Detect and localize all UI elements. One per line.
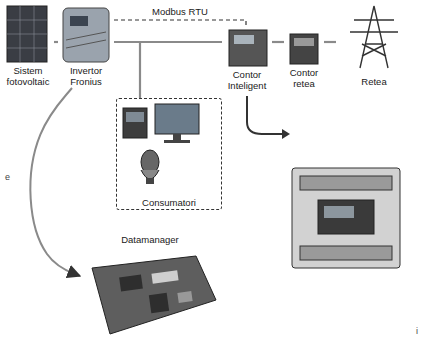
scan-mark: i — [416, 326, 418, 336]
power-line — [114, 42, 140, 98]
component-node: Consumatori — [116, 98, 222, 210]
component-node: Sistem fotovoltaic — [2, 4, 54, 88]
pylon — [350, 6, 398, 68]
smart-meter-image — [229, 30, 267, 66]
component-label: Consumatori — [140, 197, 198, 209]
power-line — [272, 41, 284, 43]
smart-meter-device — [292, 168, 400, 268]
component-label: Contor retea — [284, 67, 324, 90]
component-label: Sistem fotovoltaic — [2, 65, 54, 88]
grid-meter-image — [290, 34, 318, 64]
solar-panel — [7, 6, 47, 62]
component-node: Contor Inteligent — [222, 26, 272, 92]
component-node: Contor retea — [284, 30, 324, 90]
pointer-arrow — [247, 96, 282, 134]
bus-link — [114, 20, 246, 26]
appliances — [123, 104, 199, 184]
scan-mark: e — [5, 172, 10, 182]
component-label: Contor Inteligent — [222, 69, 272, 92]
power-line — [54, 41, 58, 43]
component-label: Invertor Fronius — [58, 65, 114, 88]
power-line — [30, 88, 80, 276]
power-line — [324, 41, 336, 43]
datamanager-board — [92, 256, 216, 334]
component-node: Retea — [336, 4, 412, 88]
component-label: Datamanager — [119, 234, 181, 246]
component-label: Retea — [359, 76, 388, 88]
inverter-image — [63, 8, 109, 62]
pointer-arrowhead — [282, 129, 290, 139]
link-label: Modbus RTU — [150, 7, 210, 17]
component-node: Invertor Fronius — [58, 4, 114, 88]
component-node: Datamanager — [80, 234, 220, 338]
